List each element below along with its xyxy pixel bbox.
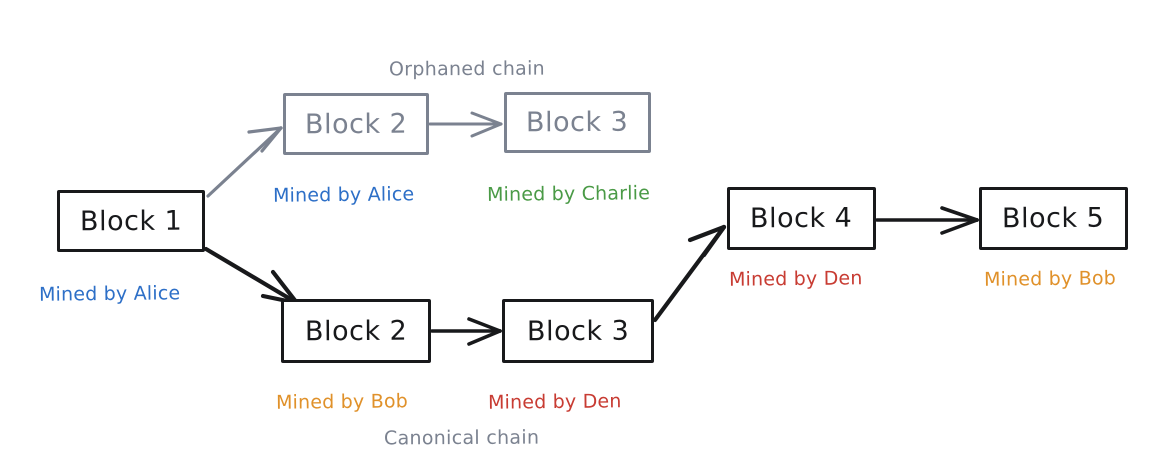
- block-3-orphaned-label: Block 3: [526, 106, 629, 139]
- caption-block-3-orphaned: Mined by Charlie: [486, 182, 651, 206]
- edge-1-to-2-orphaned: [206, 126, 283, 198]
- caption-block-1: Mined by Alice: [38, 282, 181, 306]
- block-2-orphaned[interactable]: Block 2: [283, 93, 429, 155]
- block-3-orphaned[interactable]: Block 3: [504, 92, 651, 153]
- caption-block-2-canonical: Mined by Bob: [275, 390, 409, 414]
- block-1[interactable]: Block 1: [57, 190, 205, 252]
- block-3-canonical[interactable]: Block 3: [502, 299, 654, 363]
- block-2-canonical[interactable]: Block 2: [281, 299, 431, 363]
- edge-1-to-2-canonical: [203, 246, 300, 306]
- block-3-canonical-label: Block 3: [526, 315, 630, 347]
- edge-2-to-3-canonical: [430, 317, 502, 346]
- block-2-orphaned-label: Block 2: [304, 108, 408, 140]
- block-4-label: Block 4: [750, 202, 853, 235]
- orphaned-chain-label: Orphaned chain: [388, 57, 546, 81]
- caption-block-2-orphaned: Mined by Alice: [272, 183, 415, 207]
- edge-4-to-5: [875, 206, 979, 235]
- block-5-label: Block 5: [1002, 202, 1105, 235]
- edge-3-to-4: [652, 224, 727, 323]
- caption-block-4: Mined by Den: [728, 267, 863, 291]
- caption-block-3-canonical: Mined by Den: [487, 390, 622, 414]
- block-4[interactable]: Block 4: [727, 187, 876, 250]
- edge-2-to-3-orphaned: [428, 111, 503, 138]
- canonical-chain-label: Canonical chain: [383, 426, 540, 450]
- block-2-canonical-label: Block 2: [304, 315, 408, 347]
- block-1-label: Block 1: [79, 205, 183, 237]
- block-5[interactable]: Block 5: [979, 187, 1128, 250]
- caption-block-5: Mined by Bob: [983, 267, 1117, 291]
